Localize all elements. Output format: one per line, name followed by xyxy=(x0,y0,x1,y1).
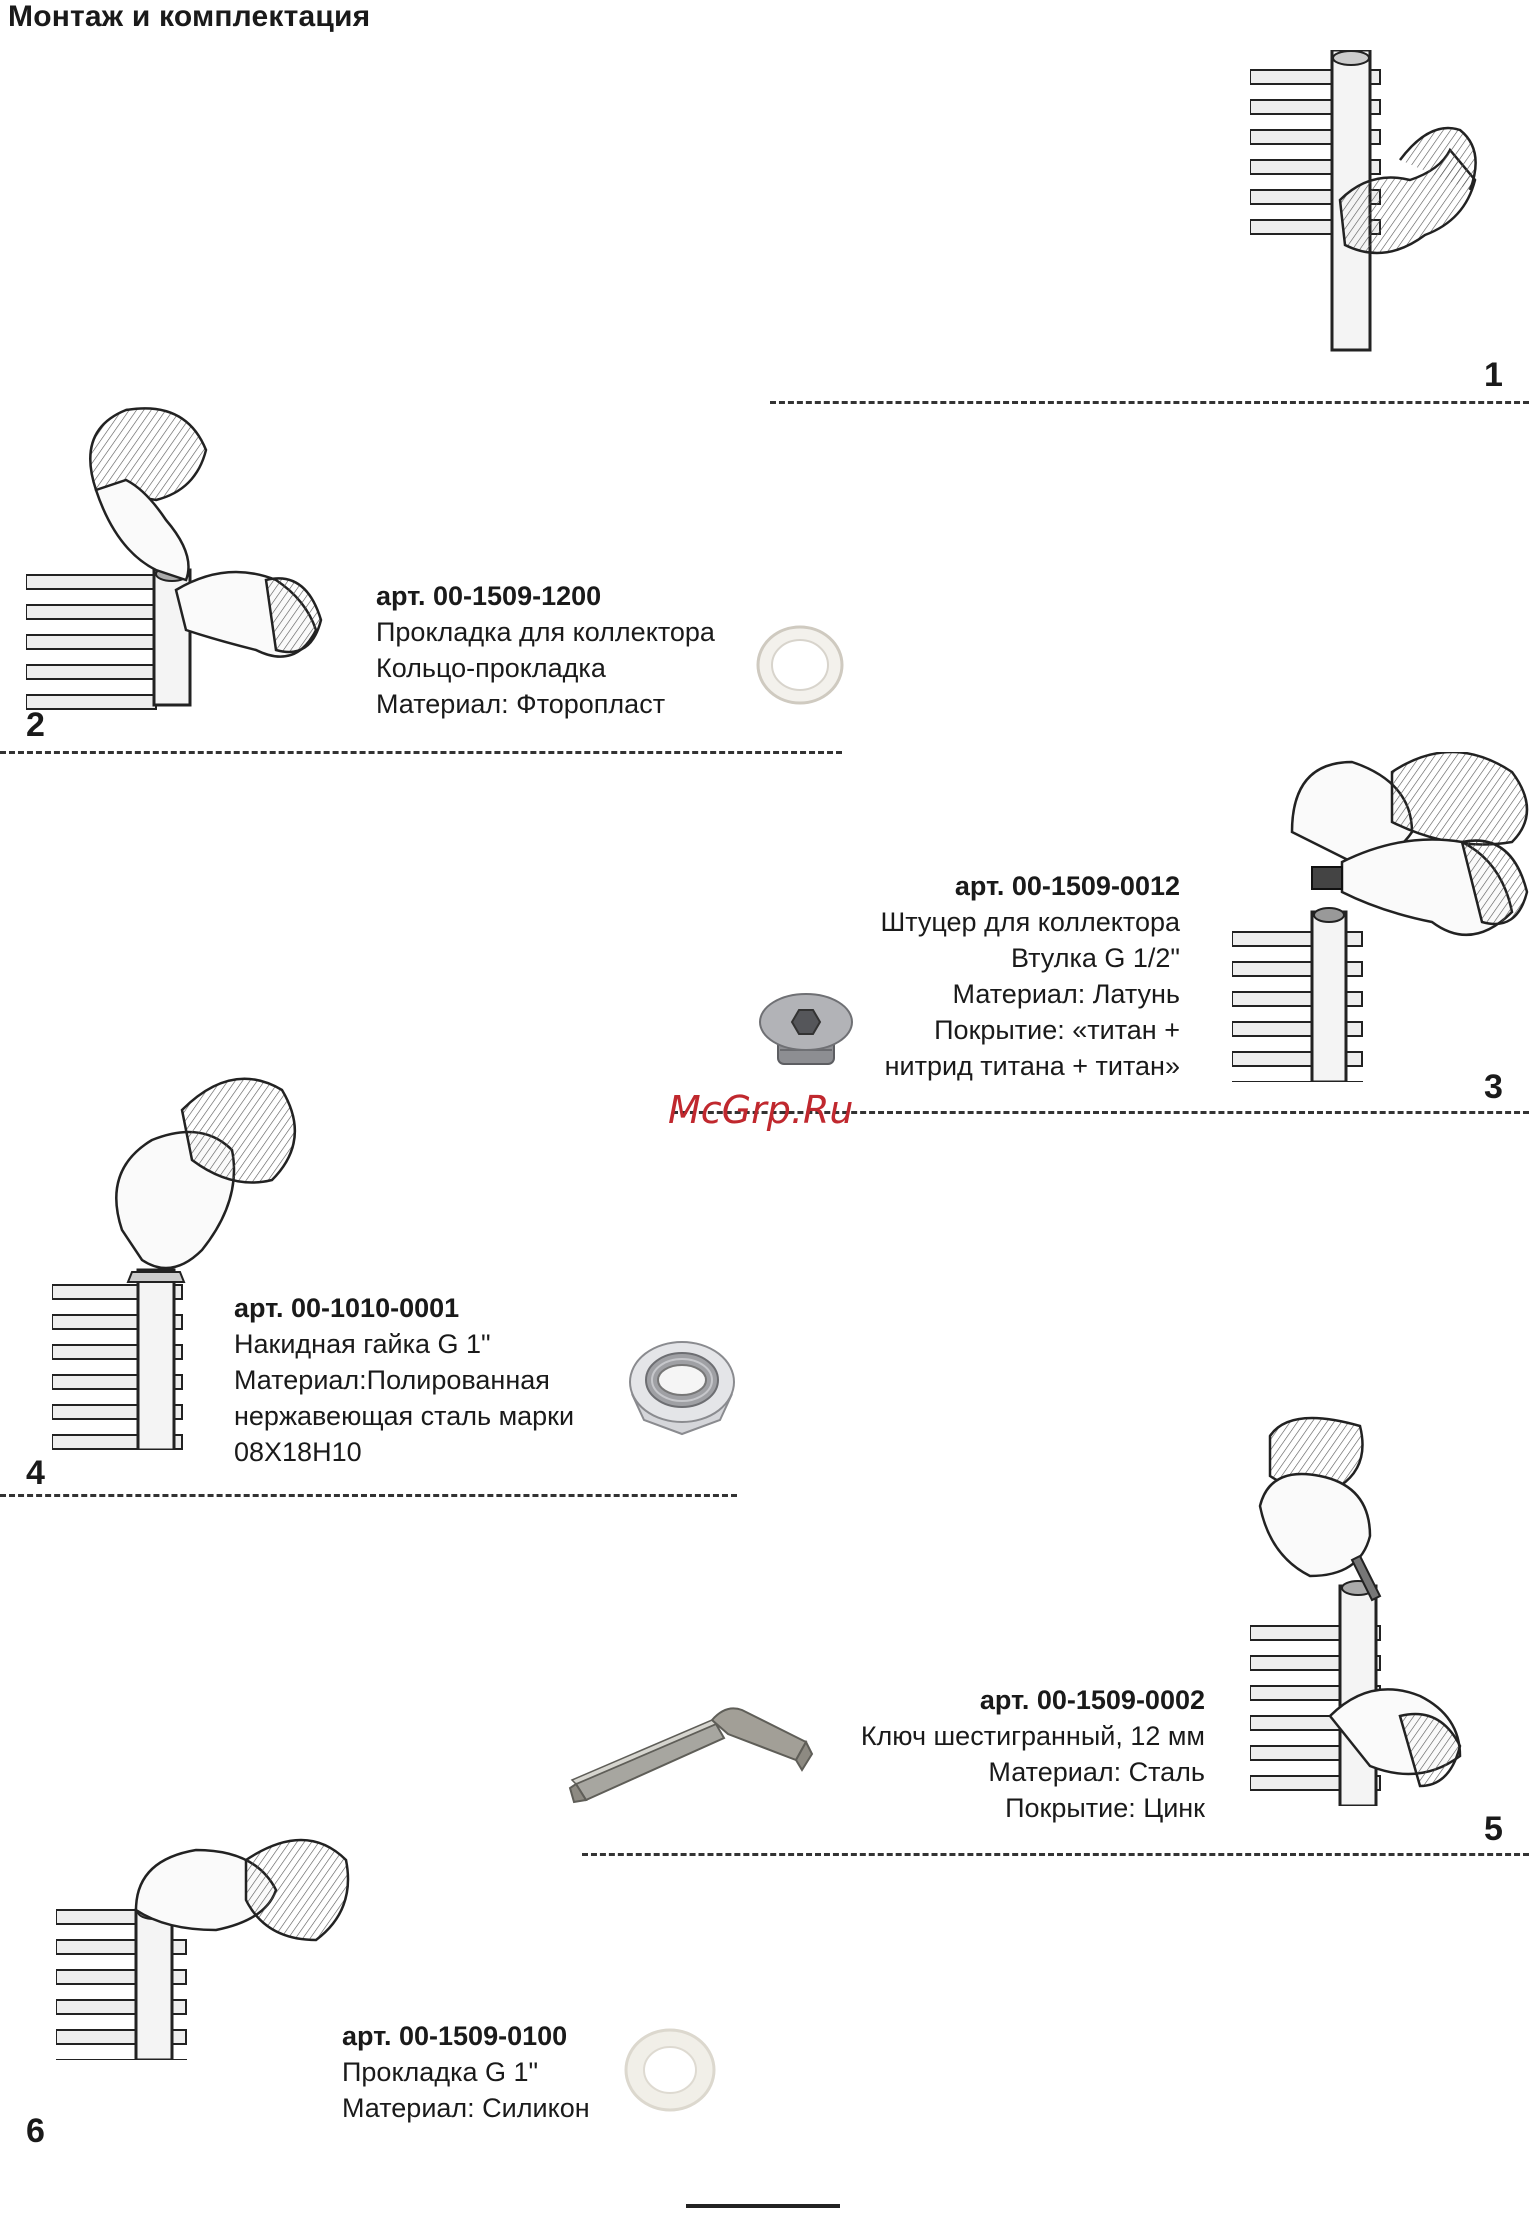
step-2-illustration xyxy=(26,407,323,710)
step-3-line: Штуцер для коллектора xyxy=(880,907,1180,937)
page-footer-rule xyxy=(686,2204,840,2208)
step-3-article: арт. 00-1509-0012 xyxy=(954,871,1180,901)
step-3-illustration xyxy=(1232,752,1529,1082)
step-5-line: Ключ шестигранный, 12 мм xyxy=(860,1721,1205,1751)
step-3-line: Втулка G 1/2" xyxy=(1011,943,1180,973)
hex-key-icon xyxy=(568,1707,814,1804)
step-5-line: Покрытие: Цинк xyxy=(1005,1793,1205,1823)
step-4-description: арт. 00-1010-0001 Накидная гайка G 1" Ма… xyxy=(234,1290,574,1470)
step-4-line: Материал:Полированная xyxy=(234,1365,550,1395)
step-1-illustration xyxy=(1250,50,1477,352)
step-5-illustration xyxy=(1250,1416,1462,1806)
step-divider xyxy=(0,1494,737,1497)
page-title: Монтаж и комплектация xyxy=(8,0,371,33)
step-6-article: арт. 00-1509-0100 xyxy=(342,2021,568,2051)
ring-gasket-icon xyxy=(756,625,844,705)
step-divider xyxy=(0,751,842,754)
step-3-description: арт. 00-1509-0012 Штуцер для коллектора … xyxy=(880,868,1180,1084)
step-5-description: арт. 00-1509-0002 Ключ шестигранный, 12 … xyxy=(861,1682,1205,1826)
step-5-line: Материал: Сталь xyxy=(988,1757,1205,1787)
step-3-line: Материал: Латунь xyxy=(952,979,1180,1009)
fitting-plug-icon xyxy=(759,993,853,1065)
step-1-number: 1 xyxy=(1484,356,1503,394)
step-divider xyxy=(672,1111,1529,1114)
step-4-number: 4 xyxy=(26,1454,45,1492)
step-4-article: арт. 00-1010-0001 xyxy=(234,1293,460,1323)
step-2-line: Кольцо-прокладка xyxy=(376,653,606,683)
step-2-number: 2 xyxy=(26,706,45,744)
silicone-gasket-icon xyxy=(624,2028,716,2112)
step-6-line: Материал: Силикон xyxy=(342,2093,590,2123)
step-4-line: 08Х18Н10 xyxy=(234,1437,362,1467)
step-2-description: арт. 00-1509-1200 Прокладка для коллекто… xyxy=(376,578,715,722)
step-5-number: 5 xyxy=(1484,1810,1503,1848)
step-4-line: нержавеющая сталь марки xyxy=(234,1401,575,1431)
step-6-description: арт. 00-1509-0100 Прокладка G 1" Материа… xyxy=(342,2018,590,2126)
step-3-line: Покрытие: «титан + xyxy=(934,1015,1180,1045)
watermark: McGrp.Ru xyxy=(668,1088,854,1132)
step-4-illustration xyxy=(52,1077,297,1450)
step-6-number: 6 xyxy=(26,2112,45,2150)
step-divider xyxy=(582,1853,1529,1856)
step-3-line: нитрид титана + титан» xyxy=(884,1051,1180,1081)
step-3-number: 3 xyxy=(1484,1068,1503,1106)
step-divider xyxy=(770,401,1529,404)
step-4-line: Накидная гайка G 1" xyxy=(234,1329,491,1359)
union-nut-icon xyxy=(629,1341,735,1436)
step-2-article: арт. 00-1509-1200 xyxy=(376,581,602,611)
step-6-line: Прокладка G 1" xyxy=(342,2057,539,2087)
step-5-article: арт. 00-1509-0002 xyxy=(979,1685,1205,1715)
step-2-line: Прокладка для коллектора xyxy=(376,617,715,647)
step-2-line: Материал: Фторопласт xyxy=(376,689,666,719)
step-6-illustration xyxy=(56,1838,350,2060)
